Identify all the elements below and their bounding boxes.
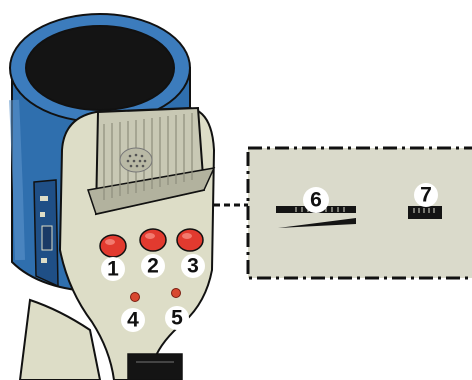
bottom-connector xyxy=(127,353,183,380)
callout-3: 3 xyxy=(187,255,199,278)
callout-2: 2 xyxy=(147,255,159,278)
callout-6: 6 xyxy=(310,189,322,212)
heat-sink xyxy=(87,106,216,216)
button-3[interactable] xyxy=(176,228,204,252)
button-2[interactable] xyxy=(139,228,167,252)
button-1[interactable] xyxy=(99,234,127,258)
led-5 xyxy=(171,288,181,298)
callout-4: 4 xyxy=(127,309,139,332)
inset-panel: 6 7 xyxy=(246,146,472,280)
callout-5: 5 xyxy=(171,307,183,330)
side-grip-panel xyxy=(33,179,59,288)
callout-1: 1 xyxy=(107,258,119,281)
red-buttons xyxy=(99,228,204,258)
inset-dial xyxy=(408,206,442,219)
led-4 xyxy=(130,292,140,302)
callout-7: 7 xyxy=(420,184,432,207)
callout-labels: 1 2 3 4 5 xyxy=(101,254,205,332)
